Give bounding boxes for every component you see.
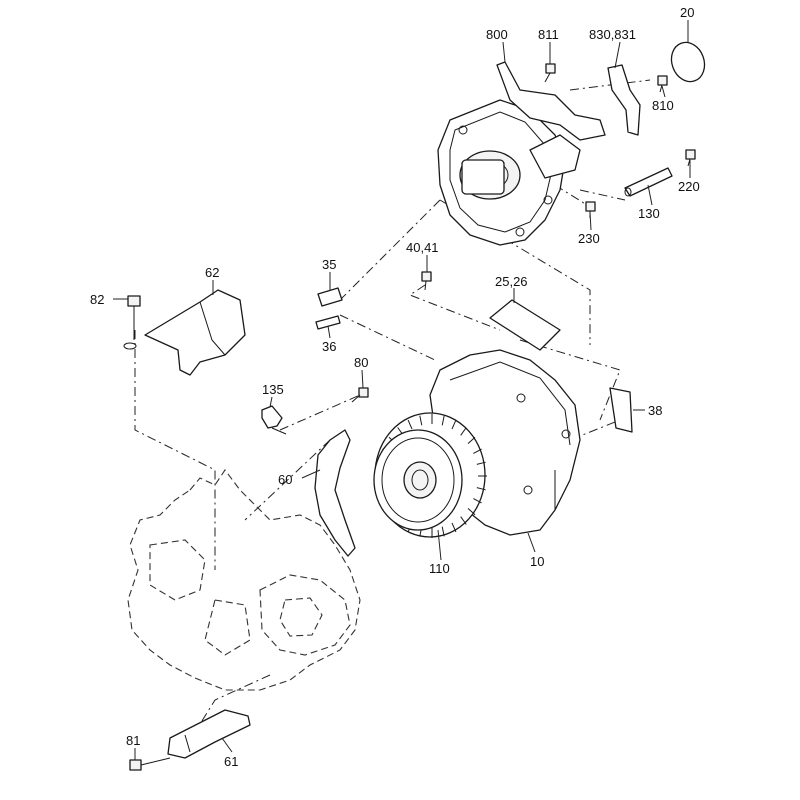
label-810: 810: [652, 98, 674, 113]
flywheel-fin: [473, 498, 482, 504]
label-230: 230: [578, 231, 600, 246]
label-61: 61: [224, 754, 238, 769]
label-135: 135: [262, 382, 284, 397]
label-25-26: 25,26: [495, 274, 528, 289]
flywheel-fin: [407, 419, 413, 430]
label-81: 81: [126, 733, 140, 748]
flywheel-fin: [451, 419, 457, 430]
label-82: 82: [90, 292, 104, 307]
gasket-36: [315, 315, 341, 330]
gasket-35: [317, 287, 343, 307]
flywheel-fin: [473, 448, 482, 454]
label-800: 800: [486, 27, 508, 42]
flywheel-fin: [419, 415, 423, 426]
bolt-80: [351, 387, 369, 403]
label-62: 62: [205, 265, 219, 280]
label-220: 220: [678, 179, 700, 194]
label-38: 38: [648, 403, 662, 418]
flywheel-fin: [476, 461, 486, 465]
label-20: 20: [680, 5, 694, 20]
flywheel-fin: [460, 427, 467, 436]
label-40-41: 40,41: [406, 240, 439, 255]
flywheel-fin: [441, 415, 445, 426]
leader-lines: [134, 79, 651, 741]
flywheel-fin: [441, 526, 445, 537]
flywheel-fin: [460, 516, 467, 525]
flywheel-fin: [467, 436, 476, 444]
clip-135: [261, 405, 287, 435]
label-35: 35: [322, 257, 336, 272]
bolt-81: [129, 757, 171, 771]
flywheel-fin: [467, 508, 476, 516]
flywheel-110: [373, 412, 487, 538]
shroud-plate-60: [314, 429, 356, 557]
cap-20: [670, 41, 706, 83]
flywheel-fin: [476, 487, 486, 491]
starter-bracket-800: [496, 61, 606, 141]
label-80: 80: [354, 355, 368, 370]
cover-62: [144, 289, 246, 376]
pin-130: [624, 167, 673, 197]
bracket-38: [609, 387, 633, 433]
label-811: 811: [538, 27, 559, 42]
bolt-40: [421, 271, 432, 291]
bolt-82: [123, 295, 141, 350]
label-10: 10: [530, 554, 544, 569]
recoil-starter-assembly: [437, 99, 581, 246]
bolt-811: [544, 63, 556, 83]
plate-25: [489, 299, 561, 351]
part-labels: 800 811 830,831 20 810 220 130 230 35 36…: [90, 5, 700, 769]
starter-handle-830: [607, 64, 641, 136]
label-36: 36: [322, 339, 336, 354]
flywheel-fin: [451, 522, 457, 533]
label-60: 60: [278, 472, 292, 487]
bracket-61: [167, 709, 251, 759]
engine-block-ghost: [127, 469, 361, 691]
label-110: 110: [429, 561, 450, 576]
label-830-831: 830,831: [589, 27, 636, 42]
callout-lines: [113, 20, 691, 760]
label-130: 130: [638, 206, 660, 221]
